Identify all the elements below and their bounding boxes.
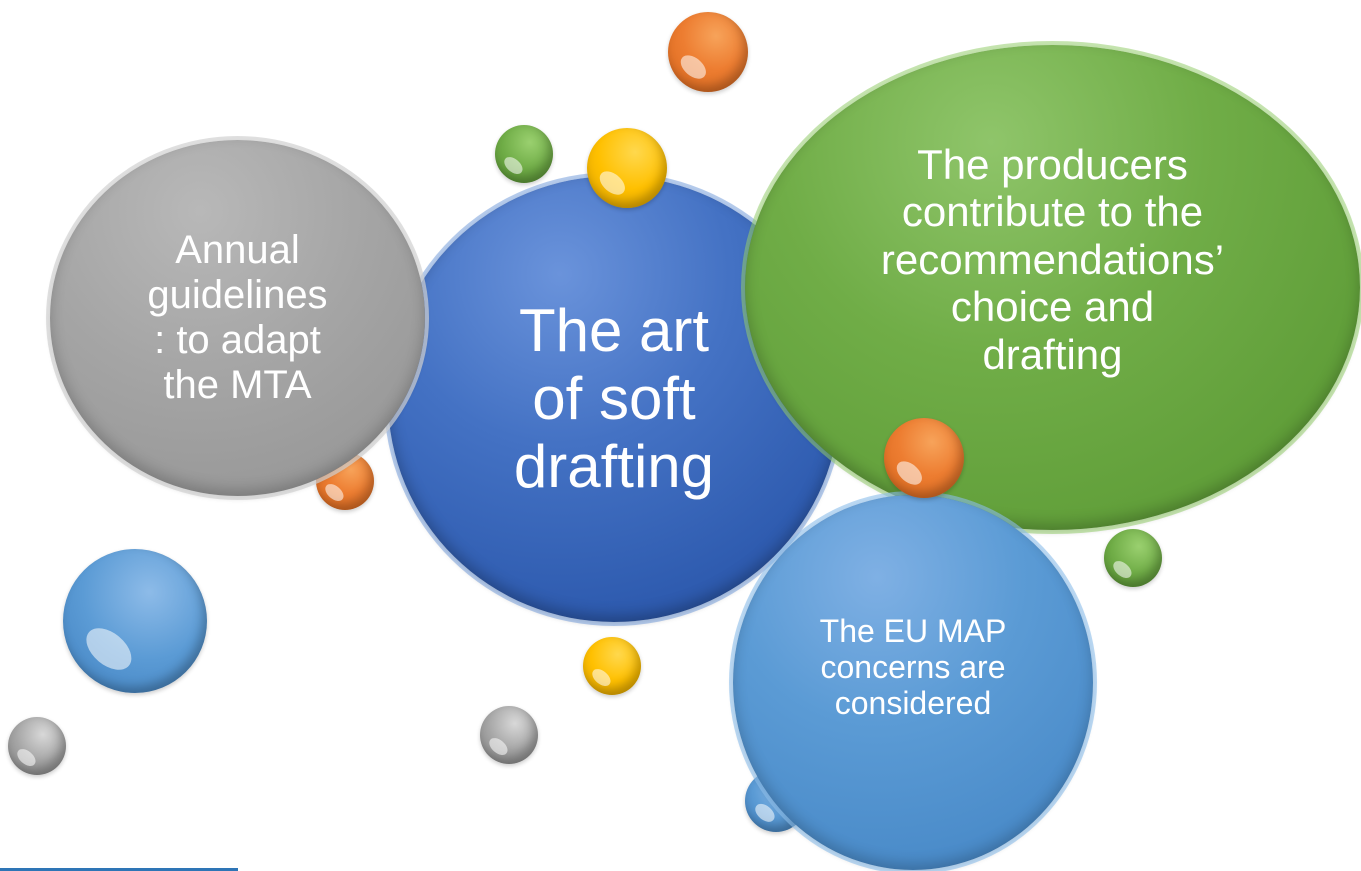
bubble-eu-map-concerns: The EU MAP concerns are considered [733, 495, 1093, 870]
gray-ball-bottom-left [8, 717, 66, 775]
footer-divider [0, 868, 238, 871]
blue-line-1: The art [518, 297, 710, 365]
bubble-producers-contribute: The producers contribute to the recommen… [745, 45, 1360, 530]
bubble-annual-guidelines-text: Annual guidelines : to adapt the MTA [50, 140, 425, 496]
green-line-3: recommendations’ [880, 235, 1225, 283]
bubble-eu-map-concerns-text: The EU MAP concerns are considered [733, 495, 1093, 870]
light-blue-line-3: considered [834, 685, 992, 722]
orange-ball-top [668, 12, 748, 92]
green-ball-right [1104, 529, 1162, 587]
green-line-5: drafting [982, 330, 1123, 378]
green-line-1: The producers [917, 141, 1188, 188]
bubble-annual-guidelines: Annual guidelines : to adapt the MTA [50, 140, 425, 496]
yellow-ball-bottom [583, 637, 641, 695]
gray-line-3: : to adapt [154, 318, 321, 362]
green-ball-top [495, 125, 553, 183]
gray-line-2: guidelines [147, 272, 328, 317]
gray-line-4: the MTA [163, 363, 312, 408]
blue-line-2: of soft [532, 365, 696, 433]
bubble-art-of-soft-drafting: The art of soft drafting [388, 176, 840, 622]
bubble-producers-contribute-text: The producers contribute to the recommen… [745, 45, 1360, 530]
green-line-2: contribute to the [901, 188, 1204, 236]
bubble-art-of-soft-drafting-text: The art of soft drafting [388, 176, 840, 622]
blue-line-3: drafting [513, 432, 715, 500]
green-line-4: choice and [950, 283, 1155, 331]
light-blue-ball-left [63, 549, 207, 693]
light-blue-line-1: The EU MAP [819, 613, 1007, 649]
yellow-ball-top [587, 128, 667, 208]
gray-line-1: Annual [175, 227, 300, 272]
gray-ball-bottom-center [480, 706, 538, 764]
light-blue-line-2: concerns are [820, 649, 1006, 686]
orange-ball-middle [884, 418, 964, 498]
